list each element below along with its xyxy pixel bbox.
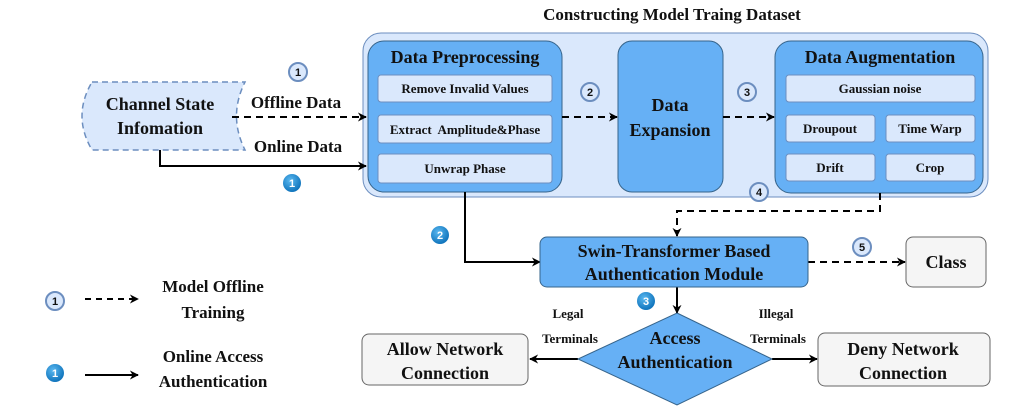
data-expansion-box: Data Expansion xyxy=(617,40,724,193)
aug-crop: Crop xyxy=(916,160,945,175)
badge-number: 2 xyxy=(587,87,593,99)
class-box: Class xyxy=(905,236,987,288)
offline-step-3-badge: 3 xyxy=(737,82,757,102)
connectors xyxy=(85,112,906,380)
badge-number: 1 xyxy=(52,296,58,308)
badge-number: 3 xyxy=(643,296,649,308)
aug-dropout: Droupout xyxy=(803,121,858,136)
decision-line1: Access xyxy=(650,328,701,348)
data-preprocessing-box: Data Preprocessing Remove Invalid Values… xyxy=(367,40,563,193)
legend-offline-line2: Training xyxy=(182,303,245,322)
deny-connection-box: Deny Network Connection xyxy=(817,332,991,387)
expansion-line2: Expansion xyxy=(629,120,710,140)
step-unwrap: Unwrap Phase xyxy=(424,161,505,176)
aug-timewarp: Time Warp xyxy=(898,121,961,136)
allow-connection-box: Allow Network Connection xyxy=(361,333,529,386)
offline-step-badges: 1 2 3 4 5 xyxy=(288,62,872,257)
badge-number: 5 xyxy=(859,242,865,254)
decision-line2: Authentication xyxy=(617,352,732,372)
data-augmentation-box: Data Augmentation Gaussian noise Droupou… xyxy=(774,40,984,194)
badge-number: 1 xyxy=(52,368,58,380)
illegal-label-2: Terminals xyxy=(750,331,806,346)
legend-online-line1: Online Access xyxy=(163,347,264,366)
offline-step-2-badge: 2 xyxy=(580,82,600,102)
step-remove-invalid: Remove Invalid Values xyxy=(401,81,528,96)
legend: 1 Model Offline Training 1 Online Access… xyxy=(45,277,268,391)
legend-online-badge: 1 xyxy=(46,364,64,382)
csi-source: Channel State Infomation xyxy=(81,81,247,151)
legend-offline-badge: 1 xyxy=(45,291,65,311)
swin-transformer-module: Swin-Transformer Based Authentication Mo… xyxy=(539,236,809,288)
step-extract: Extract Amplitude&Phase xyxy=(390,122,540,137)
deny-line1: Deny Network xyxy=(847,339,958,359)
expansion-line1: Data xyxy=(652,95,689,115)
deny-line2: Connection xyxy=(859,363,947,383)
badge-number: 4 xyxy=(756,187,763,199)
online-step-badges: 1 2 3 xyxy=(283,174,655,310)
legend-offline-line1: Model Offline xyxy=(162,277,264,296)
diagram-title: Constructing Model Traing Dataset xyxy=(543,5,801,24)
legal-label-1: Legal xyxy=(552,306,583,321)
access-authentication-decision: Access Authentication xyxy=(576,312,774,406)
offline-step-1-badge: 1 xyxy=(288,62,308,82)
online-step-2-badge: 2 xyxy=(431,226,449,244)
preprocessing-title: Data Preprocessing xyxy=(391,47,540,67)
online-data-label: Online Data xyxy=(254,137,343,156)
augmentation-title: Data Augmentation xyxy=(805,47,956,67)
badge-number: 3 xyxy=(744,87,750,99)
legal-label-2: Terminals xyxy=(542,331,598,346)
module-line2: Authentication Module xyxy=(585,264,764,284)
offline-step-5-badge: 5 xyxy=(852,237,872,257)
online-step-3-badge: 3 xyxy=(637,292,655,310)
module-line1: Swin-Transformer Based xyxy=(578,241,771,261)
illegal-label-1: Illegal xyxy=(759,306,794,321)
offline-data-label: Offline Data xyxy=(251,93,342,112)
badge-number: 2 xyxy=(437,230,443,242)
legend-online-line2: Authentication xyxy=(159,372,268,391)
offline-step-4-badge: 4 xyxy=(749,182,769,202)
badge-number: 1 xyxy=(295,67,301,79)
online-step-1-badge: 1 xyxy=(283,174,301,192)
allow-line2: Connection xyxy=(401,363,489,383)
aug-gaussian: Gaussian noise xyxy=(839,81,922,96)
allow-line1: Allow Network xyxy=(387,339,503,359)
class-label: Class xyxy=(925,252,966,272)
badge-number: 1 xyxy=(289,178,295,190)
csi-line1: Channel State xyxy=(106,94,215,114)
aug-drift: Drift xyxy=(816,160,844,175)
csi-line2: Infomation xyxy=(117,118,203,138)
